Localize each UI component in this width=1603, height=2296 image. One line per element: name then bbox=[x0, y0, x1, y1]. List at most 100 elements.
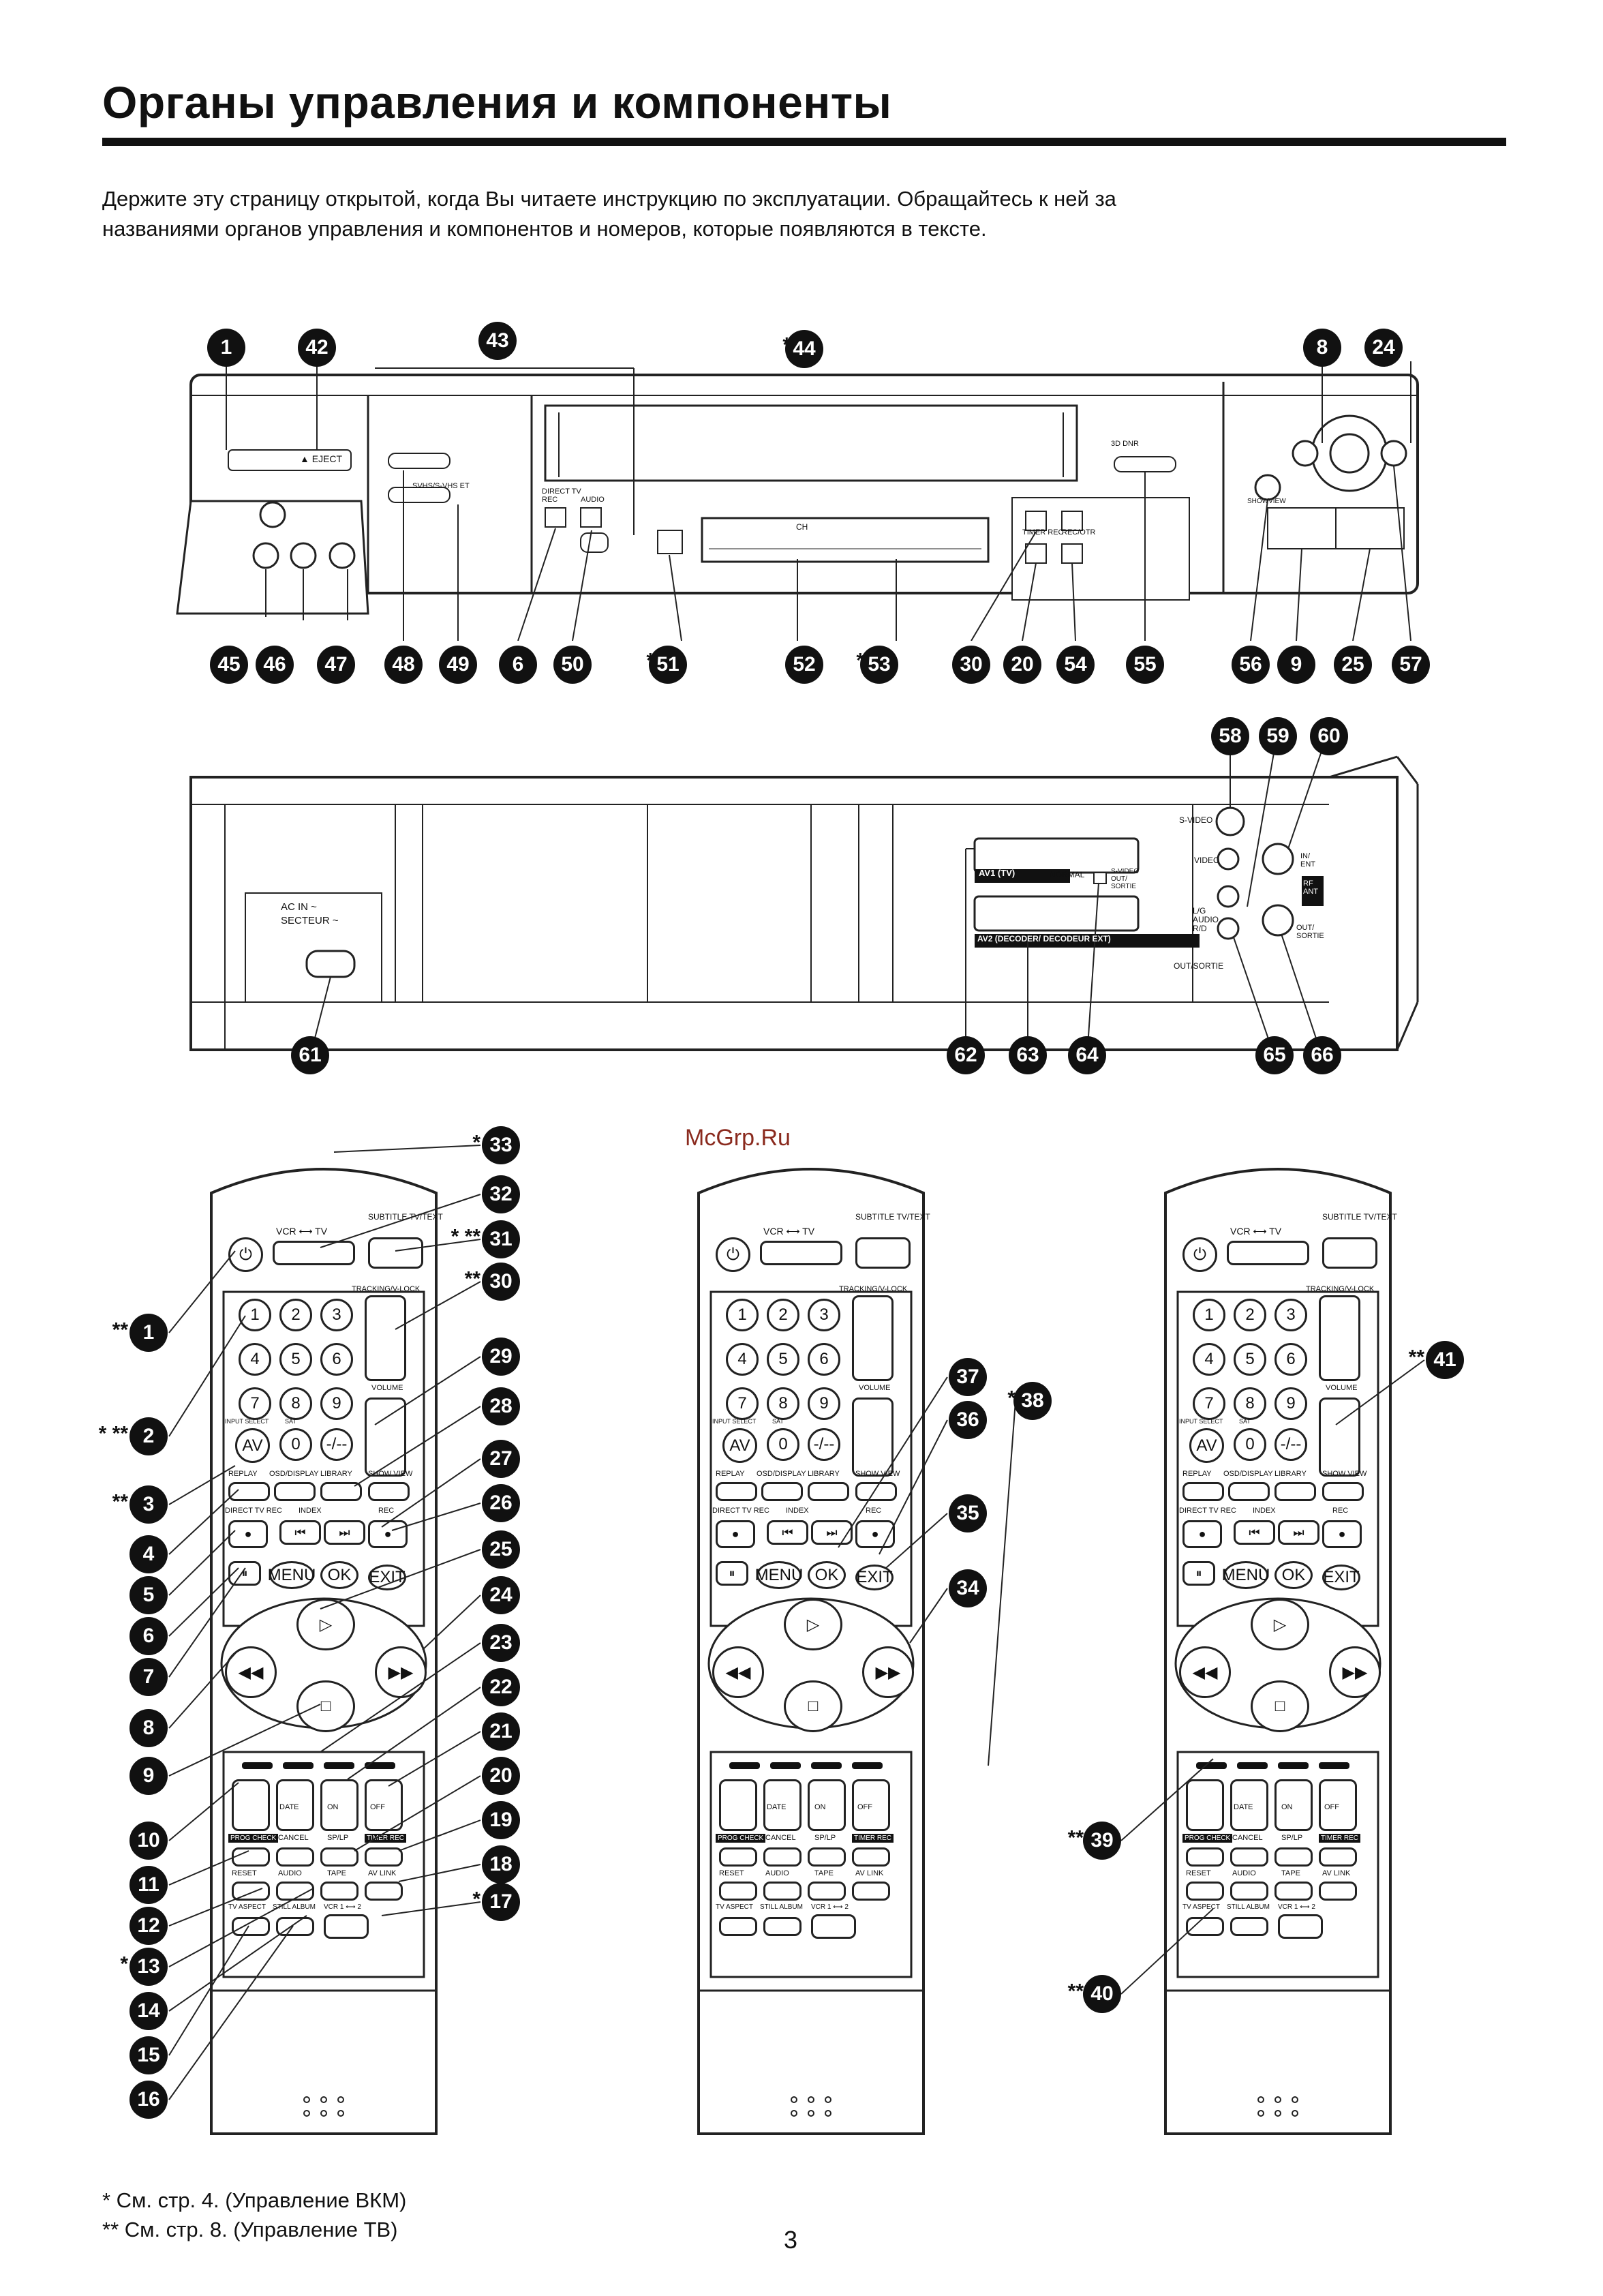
ok-button[interactable]: OK bbox=[1274, 1561, 1313, 1589]
osd-button[interactable] bbox=[761, 1482, 803, 1501]
digit-button-0[interactable]: 0 bbox=[1234, 1428, 1266, 1461]
tape-button[interactable] bbox=[1274, 1882, 1313, 1901]
direct-tv-rec-button[interactable]: ● bbox=[228, 1520, 268, 1548]
prog-check-button[interactable] bbox=[232, 1847, 270, 1867]
ffwd-button[interactable]: ▶▶ bbox=[1329, 1646, 1381, 1698]
digit-button-4[interactable]: 4 bbox=[1193, 1343, 1225, 1376]
digit-button-2[interactable]: 2 bbox=[1234, 1299, 1266, 1331]
digit-button-3[interactable]: 3 bbox=[320, 1299, 353, 1331]
digit-button-8[interactable]: 8 bbox=[279, 1387, 312, 1420]
power-button[interactable]: ⏻ bbox=[1182, 1237, 1217, 1272]
pause-button[interactable]: ⏸ bbox=[1182, 1561, 1215, 1586]
color-key-2[interactable] bbox=[283, 1762, 314, 1769]
replay-button[interactable] bbox=[228, 1482, 270, 1501]
still-album-button[interactable] bbox=[1230, 1917, 1268, 1936]
timer-rec-button[interactable] bbox=[852, 1847, 890, 1867]
cancel-button[interactable] bbox=[276, 1847, 314, 1867]
power-button[interactable]: ⏻ bbox=[228, 1237, 263, 1272]
showview-button[interactable] bbox=[368, 1482, 410, 1501]
subtitle-button[interactable] bbox=[855, 1237, 911, 1269]
digit-button-9[interactable]: 9 bbox=[1274, 1387, 1307, 1420]
on-rocker[interactable] bbox=[808, 1779, 846, 1831]
ffwd-button[interactable]: ▶▶ bbox=[375, 1646, 427, 1698]
stop-button[interactable]: □ bbox=[296, 1680, 355, 1732]
audio-button[interactable] bbox=[1230, 1882, 1268, 1901]
tape-button[interactable] bbox=[320, 1882, 358, 1901]
splp-button[interactable] bbox=[808, 1847, 846, 1867]
still-album-button[interactable] bbox=[276, 1917, 314, 1936]
stop-button[interactable]: □ bbox=[784, 1680, 842, 1732]
date-rocker[interactable] bbox=[276, 1779, 314, 1831]
vcr12-switch[interactable] bbox=[811, 1914, 856, 1939]
digit-button-5[interactable]: 5 bbox=[767, 1343, 799, 1376]
ffwd-button[interactable]: ▶▶ bbox=[862, 1646, 914, 1698]
color-key-4[interactable] bbox=[852, 1762, 883, 1769]
digit-button-7[interactable]: 7 bbox=[1193, 1387, 1225, 1420]
audio-button[interactable] bbox=[276, 1882, 314, 1901]
stop-button[interactable]: □ bbox=[1251, 1680, 1309, 1732]
prog-up-down[interactable] bbox=[232, 1779, 270, 1831]
vcr-tv-switch[interactable] bbox=[1227, 1241, 1309, 1265]
exit-button[interactable]: EXIT bbox=[1322, 1565, 1360, 1590]
digit-button-0[interactable]: 0 bbox=[767, 1428, 799, 1461]
off-rocker[interactable] bbox=[852, 1779, 890, 1831]
cancel-button[interactable] bbox=[763, 1847, 802, 1867]
pause-button[interactable]: ⏸ bbox=[228, 1561, 261, 1586]
date-rocker[interactable] bbox=[1230, 1779, 1268, 1831]
digit-button-4[interactable]: 4 bbox=[239, 1343, 271, 1376]
vcr-tv-switch[interactable] bbox=[760, 1241, 842, 1265]
digit-button-7[interactable]: 7 bbox=[726, 1387, 759, 1420]
digit-button-5[interactable]: 5 bbox=[1234, 1343, 1266, 1376]
library-button[interactable] bbox=[808, 1482, 849, 1501]
volume-rocker[interactable] bbox=[365, 1398, 406, 1477]
digit-button-9[interactable]: 9 bbox=[320, 1387, 353, 1420]
digit-button-3[interactable]: 3 bbox=[808, 1299, 840, 1331]
digit-button-2[interactable]: 2 bbox=[767, 1299, 799, 1331]
digit-button-1[interactable]: 1 bbox=[239, 1299, 271, 1331]
splp-button[interactable] bbox=[320, 1847, 358, 1867]
color-key-2[interactable] bbox=[770, 1762, 801, 1769]
color-key-2[interactable] bbox=[1237, 1762, 1268, 1769]
prog-up-down[interactable] bbox=[1186, 1779, 1224, 1831]
digit-button-0[interactable]: 0 bbox=[279, 1428, 312, 1461]
rewind-button[interactable]: ◀◀ bbox=[225, 1646, 277, 1698]
tracking-rocker[interactable] bbox=[1319, 1295, 1360, 1381]
vcr12-switch[interactable] bbox=[324, 1914, 369, 1939]
power-button[interactable]: ⏻ bbox=[716, 1237, 750, 1272]
digit-button-7[interactable]: 7 bbox=[239, 1387, 271, 1420]
index-next-button[interactable]: ⏭ bbox=[324, 1520, 365, 1545]
rec-button[interactable]: ● bbox=[368, 1520, 408, 1548]
digit-button-6[interactable]: 6 bbox=[808, 1343, 840, 1376]
av-link-button[interactable] bbox=[1319, 1882, 1357, 1901]
play-button[interactable]: ▷ bbox=[296, 1599, 355, 1650]
color-key-1[interactable] bbox=[1196, 1762, 1227, 1769]
av-button[interactable]: AV bbox=[1189, 1428, 1224, 1463]
still-album-button[interactable] bbox=[763, 1917, 802, 1936]
subtitle-button[interactable] bbox=[1322, 1237, 1377, 1269]
osd-button[interactable] bbox=[274, 1482, 316, 1501]
tape-button[interactable] bbox=[808, 1882, 846, 1901]
rewind-button[interactable]: ◀◀ bbox=[1179, 1646, 1231, 1698]
prog-check-button[interactable] bbox=[719, 1847, 757, 1867]
rewind-button[interactable]: ◀◀ bbox=[712, 1646, 764, 1698]
digit-button-1[interactable]: 1 bbox=[726, 1299, 759, 1331]
off-rocker[interactable] bbox=[1319, 1779, 1357, 1831]
direct-tv-rec-button[interactable]: ● bbox=[1182, 1520, 1222, 1548]
reset-button[interactable] bbox=[232, 1882, 270, 1901]
play-button[interactable]: ▷ bbox=[784, 1599, 842, 1650]
osd-button[interactable] bbox=[1228, 1482, 1270, 1501]
direct-tv-rec-button[interactable]: ● bbox=[716, 1520, 755, 1548]
av-button[interactable]: AV bbox=[235, 1428, 270, 1463]
vcr-tv-switch[interactable] bbox=[273, 1241, 355, 1265]
digit-button-8[interactable]: 8 bbox=[767, 1387, 799, 1420]
replay-button[interactable] bbox=[1182, 1482, 1224, 1501]
menu-button[interactable]: MENU bbox=[1222, 1561, 1270, 1589]
index-prev-button[interactable]: ⏮ bbox=[279, 1520, 321, 1545]
rec-button[interactable]: ● bbox=[855, 1520, 895, 1548]
digit-button-6[interactable]: 6 bbox=[320, 1343, 353, 1376]
index-prev-button[interactable]: ⏮ bbox=[767, 1520, 808, 1545]
digit-button-6[interactable]: 6 bbox=[1274, 1343, 1307, 1376]
ok-button[interactable]: OK bbox=[320, 1561, 358, 1589]
digit-button--/--[interactable]: -/-- bbox=[320, 1428, 353, 1461]
index-next-button[interactable]: ⏭ bbox=[811, 1520, 853, 1545]
